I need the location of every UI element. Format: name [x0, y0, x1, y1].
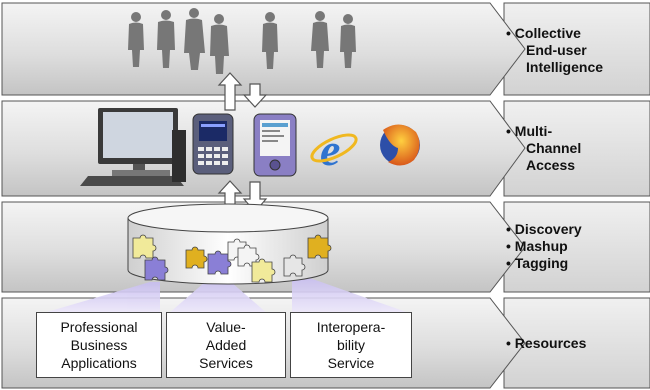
label-line: End-user: [526, 41, 587, 58]
side-panel-access: [503, 100, 650, 197]
label-line: Access: [526, 156, 576, 173]
puzzle-pieces-icon: [132, 234, 332, 283]
label-line: Intelligence: [526, 58, 604, 75]
svg-text:e: e: [320, 124, 340, 175]
layer-label-access: • Multi- Channel Access: [506, 116, 648, 180]
resource-beams: [40, 276, 412, 314]
resource-line: Interopera-: [316, 319, 386, 335]
internet-explorer-icon: e: [310, 124, 358, 175]
resource-box-professional-business-applications: Professional Business Applications: [36, 312, 162, 378]
label-line: • Resources: [506, 334, 587, 351]
resource-line: Value-: [206, 319, 246, 335]
pda-device-icon: [253, 113, 297, 177]
desktop-computer-icon: [80, 108, 186, 186]
resource-line: Applications: [61, 355, 137, 371]
side-panel-intelligence: [503, 2, 650, 96]
blackberry-device-icon: [192, 113, 234, 175]
firefox-icon: [380, 124, 420, 166]
resource-line: Business: [70, 337, 128, 353]
resource-box-interoperability-service: Interopera- bility Service: [290, 312, 412, 378]
layer-label-discovery: • Discovery • Mashup • Tagging: [506, 214, 648, 278]
resource-line: bility: [336, 337, 365, 353]
resource-line: Added: [205, 337, 247, 353]
resource-line: Service: [327, 355, 375, 371]
bidirectional-arrows-top: [217, 72, 268, 111]
layer-label-intelligence: • Collective End-user Intelligence: [506, 18, 648, 82]
resource-line: Professional: [60, 319, 138, 335]
label-line: • Multi-: [506, 122, 553, 139]
label-line: • Collective: [506, 24, 581, 41]
label-line: • Tagging: [506, 254, 569, 271]
people-silhouettes-icon: [128, 8, 356, 74]
resource-line: Services: [199, 355, 253, 371]
layer-label-resources: • Resources: [506, 320, 648, 366]
resource-box-value-added-services: Value- Added Services: [166, 312, 286, 378]
side-panel-resources: [503, 297, 650, 389]
label-line: • Mashup: [506, 237, 568, 254]
label-line: Channel: [526, 139, 582, 156]
label-line: • Discovery: [506, 220, 582, 237]
